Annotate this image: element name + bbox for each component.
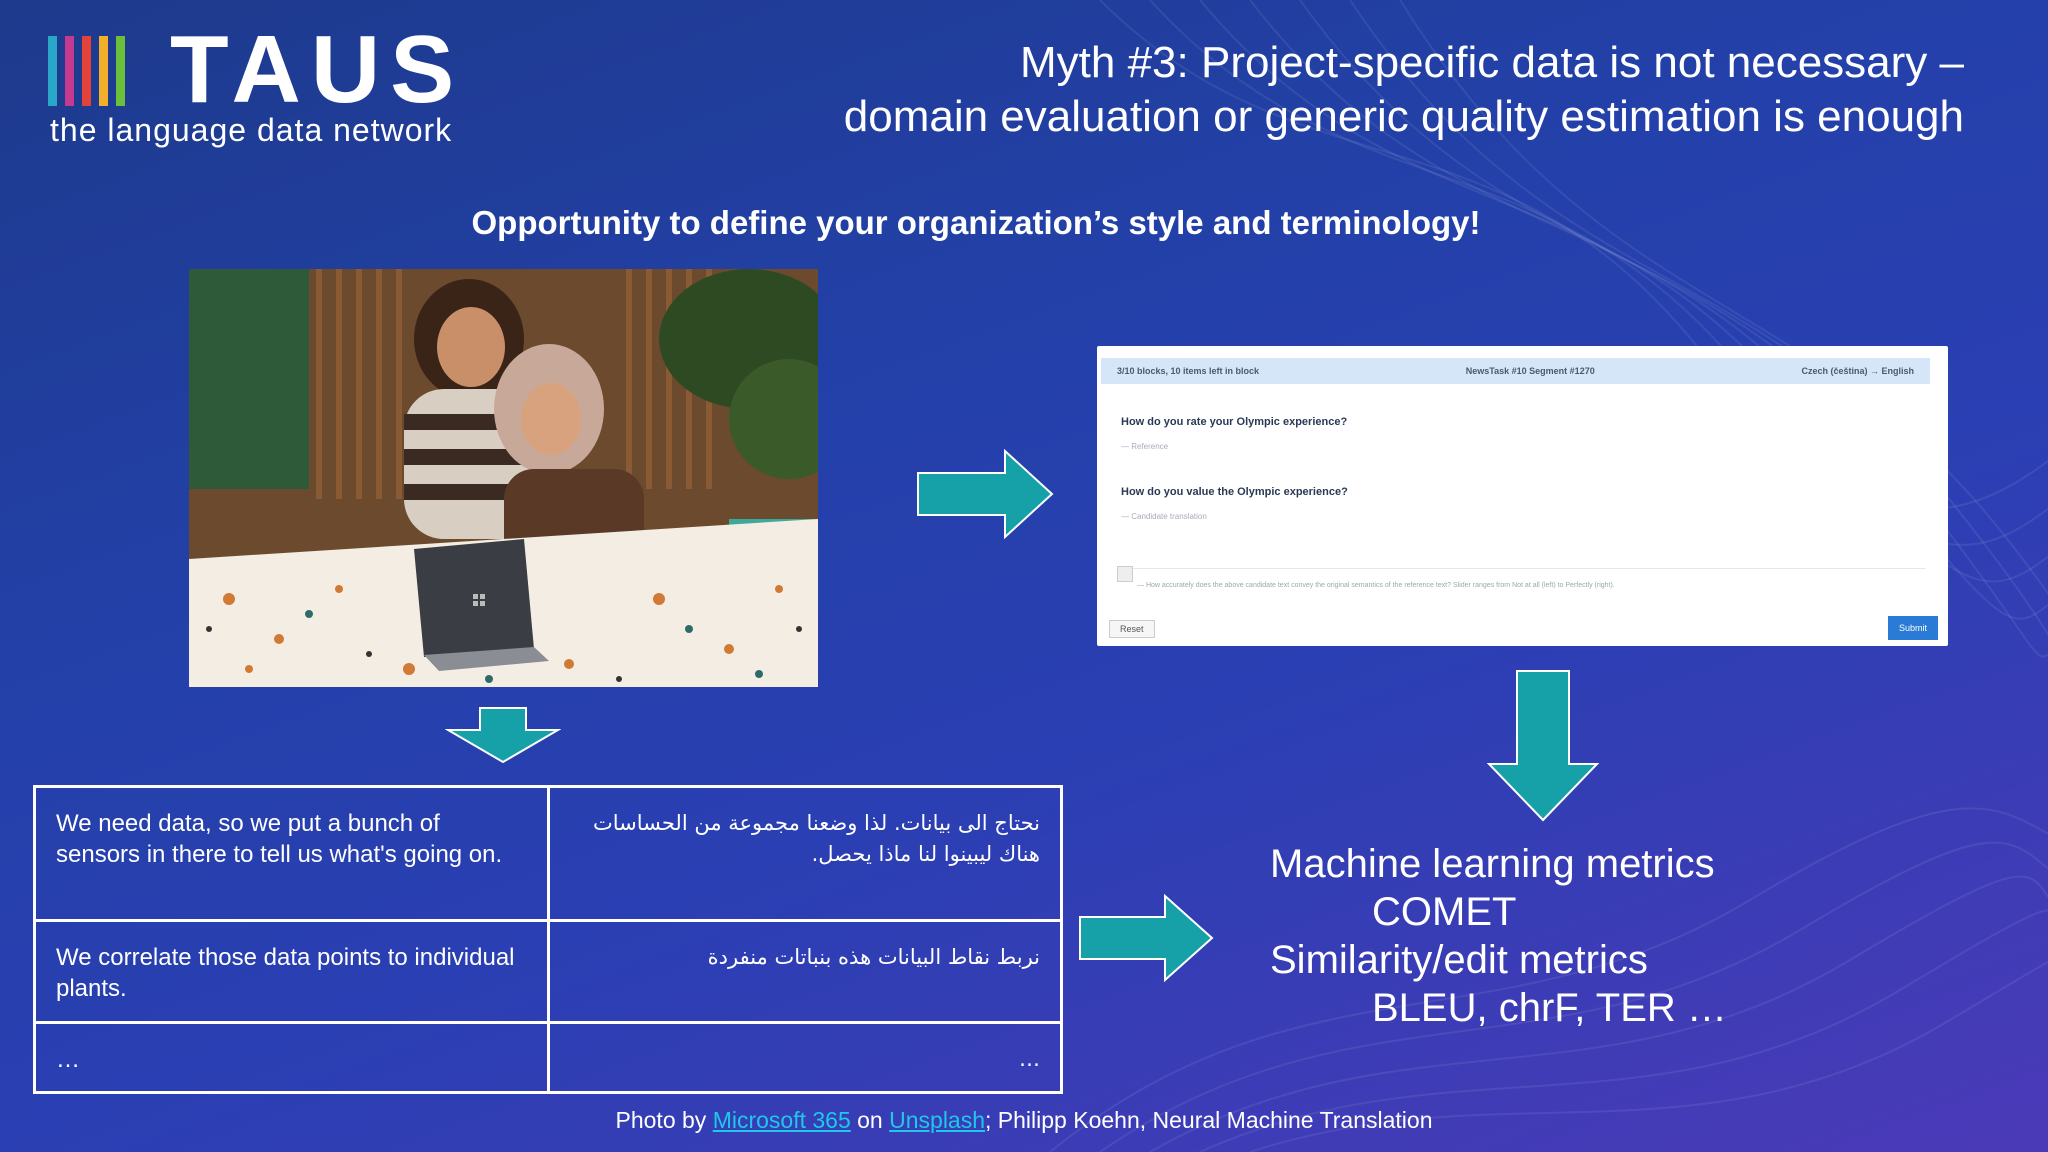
translation-table: We need data, so we put a bunch of senso… <box>33 785 1063 1094</box>
arabic-cell: … <box>546 1021 1063 1094</box>
metrics-similarity-items: BLEU, chrF, TER … <box>1372 986 1727 1030</box>
slide-title-line-2: domain evaluation or generic quality est… <box>843 92 1964 141</box>
logo-bar <box>65 36 74 106</box>
logo-bar <box>82 36 91 106</box>
photo-two-women-laptop <box>189 269 818 687</box>
arabic-cell: نربط نقاط البيانات هذه بنباتات منفردة <box>546 919 1063 1024</box>
photo-illustration <box>189 269 818 687</box>
eval-reference-text: How do you rate your Olympic experience? <box>1121 416 1348 428</box>
eval-instruction: — How accurately does the above candidat… <box>1137 582 1615 589</box>
eval-candidate-label: — Candidate translation <box>1121 512 1207 521</box>
credit-middle: on <box>850 1107 890 1133</box>
logo-wordmark: TAUS <box>170 16 465 123</box>
eval-header-language-pair: Czech (čeština) → English <box>1801 366 1914 376</box>
eval-slider-handle[interactable] <box>1117 566 1133 582</box>
logo-bar <box>99 36 108 106</box>
arabic-cell: نحتاج الى بيانات. لذا وضعنا مجموعة من ال… <box>546 785 1063 922</box>
english-cell: We correlate those data points to indivi… <box>33 919 550 1024</box>
credit-link-unsplash[interactable]: Unsplash <box>889 1107 986 1133</box>
evaluation-interface-screenshot: 3/10 blocks, 10 items left in block News… <box>1097 346 1948 646</box>
arrow-down-icon <box>1486 670 1600 822</box>
logo-tagline: the language data network <box>50 112 453 148</box>
table-row: … … <box>33 1021 1063 1094</box>
slide-subtitle: Opportunity to define your organization’… <box>0 204 2048 242</box>
taus-logo: TAUS the language data network <box>48 22 488 150</box>
eval-reset-button[interactable]: Reset <box>1109 620 1155 638</box>
arrow-right-icon <box>1079 893 1214 983</box>
english-cell: … <box>33 1021 550 1094</box>
metrics-ml-item: COMET <box>1372 890 1517 934</box>
eval-slider-track[interactable] <box>1117 568 1926 569</box>
eval-header-progress: 3/10 blocks, 10 items left in block <box>1117 366 1260 376</box>
slide-title-line-1: Myth #3: Project-specific data is not ne… <box>1020 38 1964 87</box>
logo-bar <box>48 36 57 106</box>
table-row: We need data, so we put a bunch of senso… <box>33 785 1063 922</box>
credit-prefix: Photo by <box>615 1107 713 1133</box>
metrics-list: Machine learning metrics COMET Similarit… <box>1270 840 1727 1032</box>
metrics-similarity-heading: Similarity/edit metrics <box>1270 938 1648 982</box>
english-cell: We need data, so we put a bunch of senso… <box>33 785 550 922</box>
metrics-ml-heading: Machine learning metrics <box>1270 842 1715 886</box>
eval-reference-label: — Reference <box>1121 442 1169 451</box>
table-row: We correlate those data points to indivi… <box>33 919 1063 1024</box>
slide-title: Myth #3: Project-specific data is not ne… <box>664 36 1964 144</box>
credit-link-microsoft365[interactable]: Microsoft 365 <box>712 1107 851 1133</box>
credit-suffix: ; Philipp Koehn, Neural Machine Translat… <box>985 1107 1433 1133</box>
arrow-down-icon <box>445 707 561 764</box>
logo-color-bars <box>48 36 125 106</box>
logo-bar <box>116 36 125 106</box>
photo-credit: Photo by Microsoft 365 on Unsplash; Phil… <box>0 1107 2048 1134</box>
eval-submit-button[interactable]: Submit <box>1888 616 1938 640</box>
eval-header-task: NewsTask #10 Segment #1270 <box>1465 366 1595 376</box>
eval-header-bar: 3/10 blocks, 10 items left in block News… <box>1101 358 1930 384</box>
eval-candidate-text: How do you value the Olympic experience? <box>1121 486 1348 498</box>
arrow-right-icon <box>917 448 1054 540</box>
slide-subtitle-text: Opportunity to define your organization’… <box>471 204 1481 241</box>
